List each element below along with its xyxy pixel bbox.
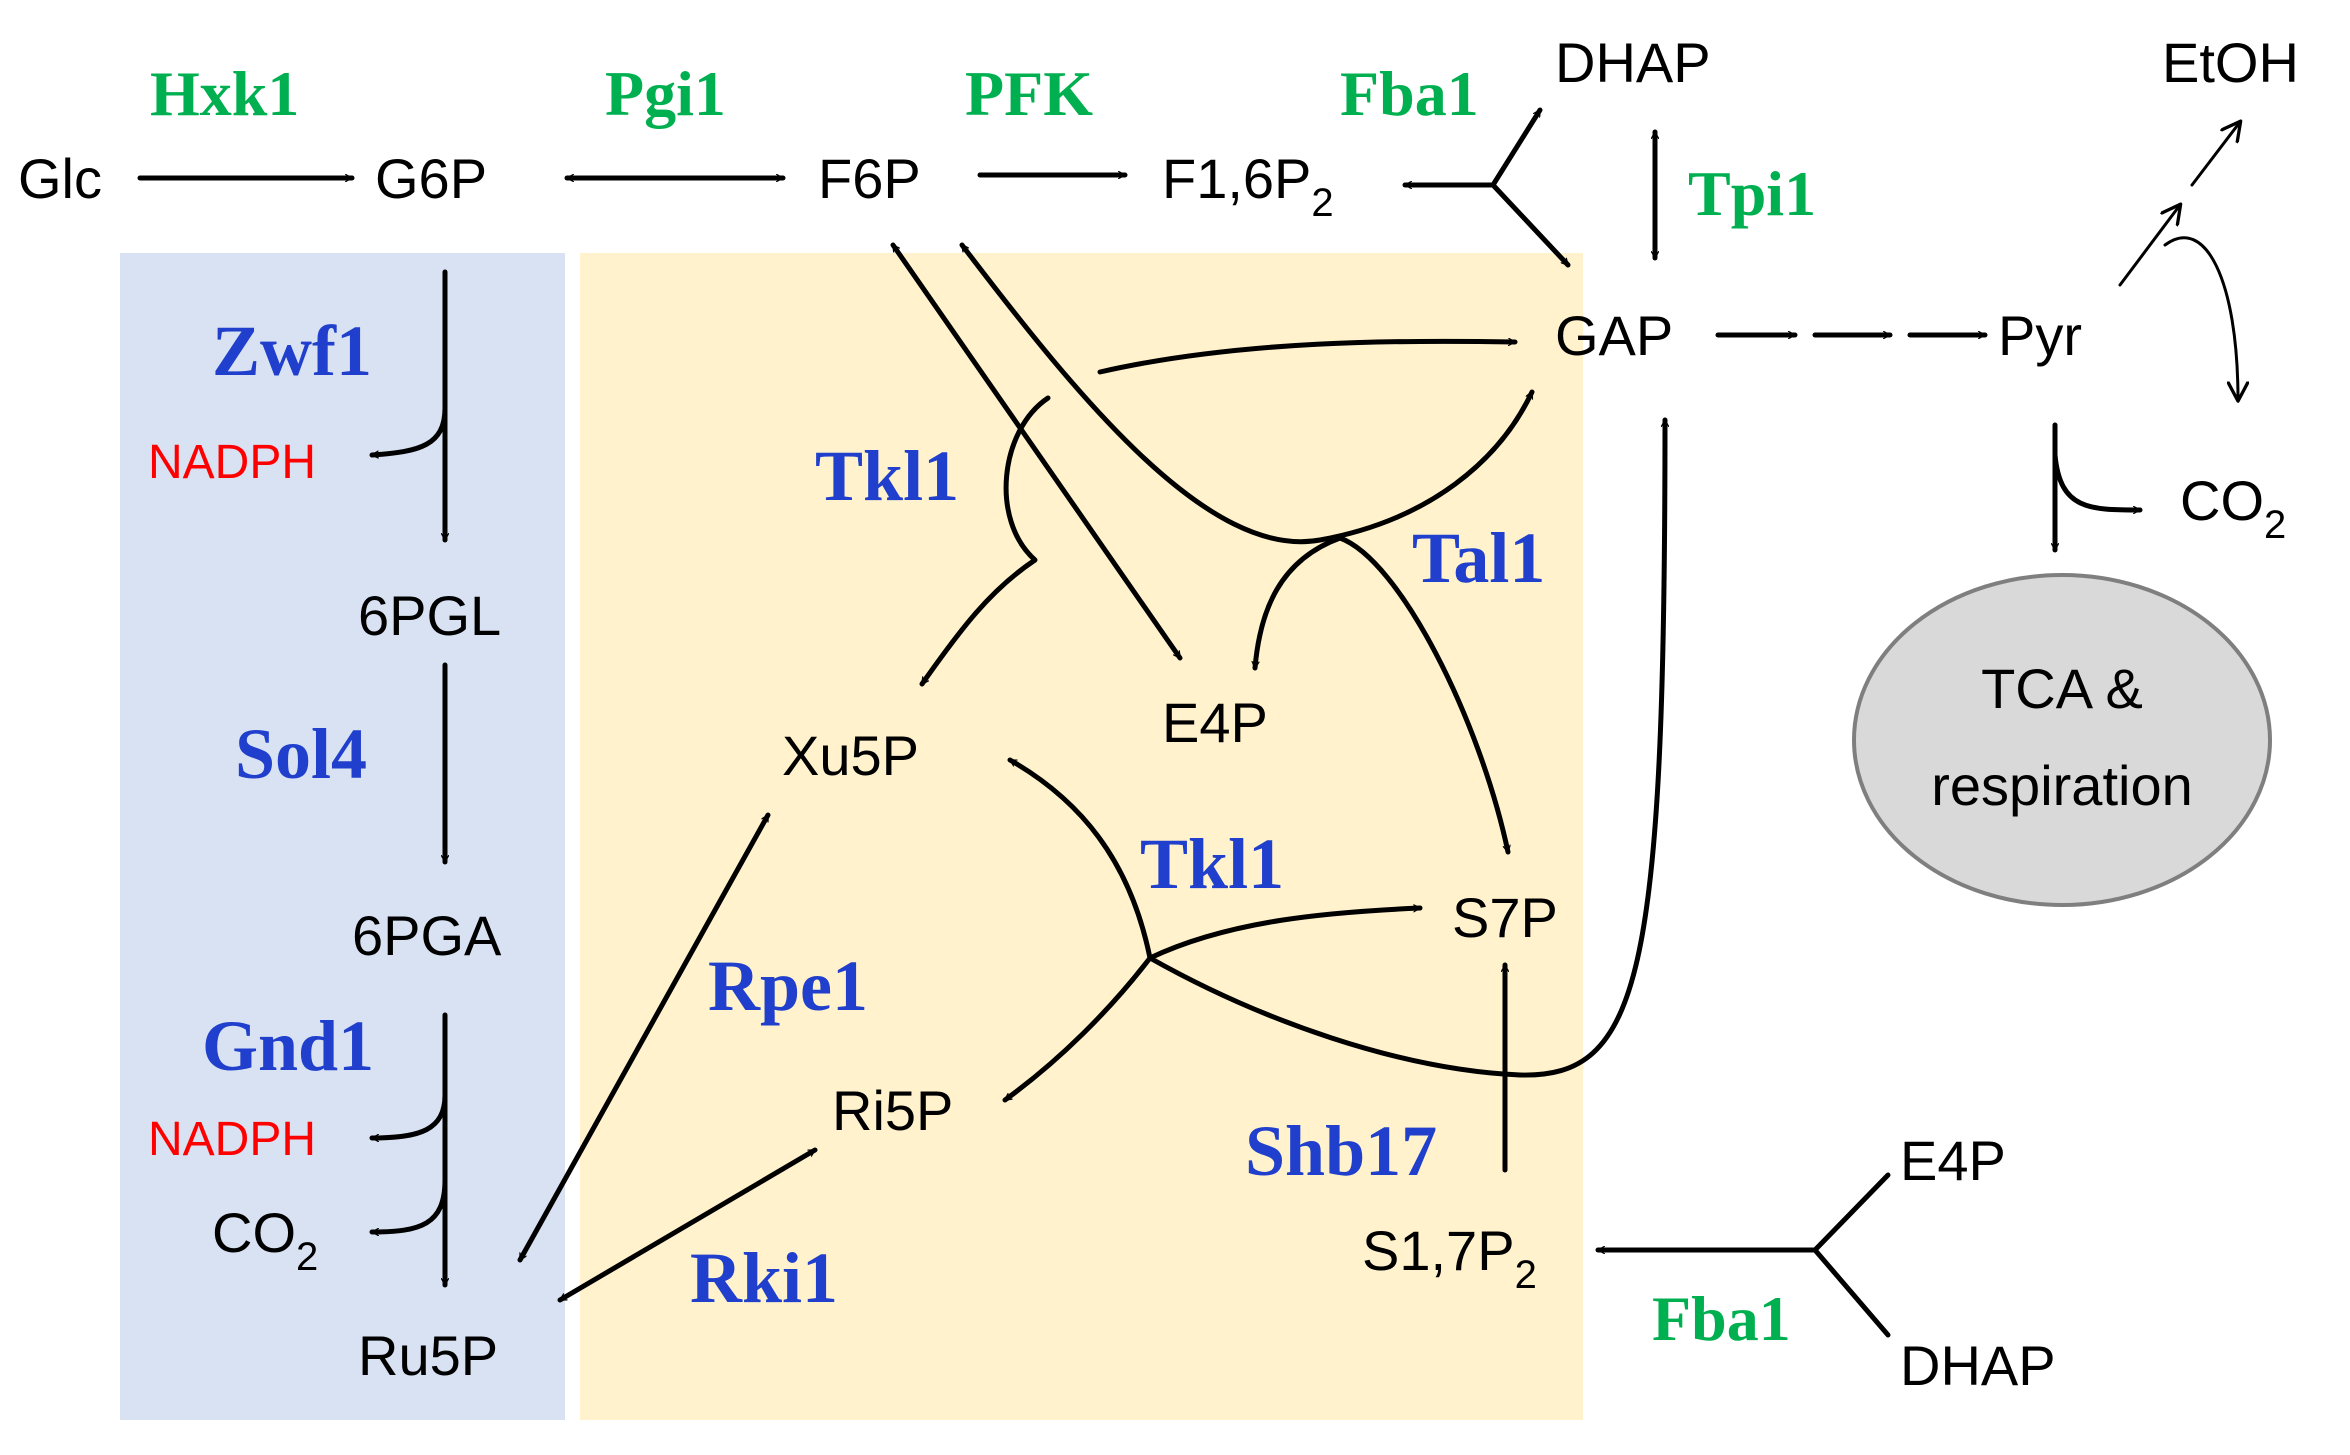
arrow-pyr-co2: [2052, 452, 2143, 510]
line-dhap-fba1: [1812, 1247, 1891, 1338]
arrow-ru5p-ri5p: [557, 1147, 818, 1303]
metabolite-s17p2-main: S1,7P: [1362, 1219, 1515, 1282]
enzyme-pfk: PFK: [965, 58, 1093, 129]
enzyme-tal1: Tal1: [1412, 518, 1545, 598]
arrow-pyr-etoh: [2118, 205, 2180, 287]
metabolite-6pgl: 6PGL: [358, 584, 501, 647]
metabolite-dhap-bottom: DHAP: [1900, 1334, 2056, 1397]
metabolite-f16p2: F1,6P2: [1162, 147, 1334, 225]
tca-label-line1: TCA &: [1981, 657, 2143, 720]
enzyme-pgi1: Pgi1: [605, 58, 726, 129]
metabolite-co2-right-sub: 2: [2264, 503, 2286, 547]
cofactor-nadph-zwf1: NADPH: [148, 436, 316, 489]
tca-respiration-node: [1852, 573, 2272, 907]
arrow-tal1-e4p: [1255, 535, 1343, 671]
metabolite-s7p: S7P: [1452, 886, 1558, 949]
metabolite-f16p2-sub: 2: [1311, 181, 1333, 225]
metabolite-ru5p: Ru5P: [358, 1324, 498, 1387]
arrow-pyr-etoh-tip: [2190, 122, 2240, 187]
reaction-arrows: [137, 107, 2240, 1338]
metabolite-ri5p: Ri5P: [832, 1079, 953, 1142]
arrow-fba1-dhap: [1490, 107, 1543, 188]
enzyme-sol4: Sol4: [235, 714, 367, 794]
arrow-gnd1-nadph: [369, 1092, 448, 1138]
enzyme-rpe1: Rpe1: [708, 946, 868, 1026]
arrow-tkl1-xu5p-mid: [1007, 757, 1153, 961]
metabolite-co2-left-main: CO: [212, 1201, 296, 1264]
metabolite-e4p-mid: E4P: [1162, 691, 1268, 754]
metabolite-pyr: Pyr: [1998, 304, 2082, 367]
arrow-tal1-f6p: [959, 242, 1535, 545]
metabolite-etoh: EtOH: [2162, 31, 2299, 94]
enzyme-tpi1: Tpi1: [1688, 158, 1816, 229]
enzyme-gnd1: Gnd1: [202, 1006, 374, 1086]
metabolite-g6p: G6P: [375, 147, 487, 210]
arrow-tkl1-s7p: [1147, 908, 1423, 961]
metabolite-co2-right-main: CO: [2180, 469, 2264, 532]
metabolite-glc: Glc: [18, 147, 102, 210]
metabolite-e4p-right: E4P: [1900, 1129, 2006, 1192]
metabolite-xu5p: Xu5P: [782, 724, 919, 787]
enzyme-fba1-top: Fba1: [1340, 58, 1479, 129]
metabolite-co2-left: CO2: [212, 1201, 318, 1279]
arrow-gnd1-co2: [369, 1177, 448, 1232]
cofactor-nadph-gnd1: NADPH: [148, 1113, 316, 1166]
metabolite-s17p2-sub: 2: [1515, 1253, 1537, 1297]
metabolite-co2-left-sub: 2: [296, 1235, 318, 1279]
arrow-tal1-s7p: [1337, 535, 1508, 855]
arrow-f6p-e4p: [890, 242, 1183, 661]
arrow-tkl1-gap-long: [1147, 417, 1665, 1078]
tca-label-line2: respiration: [1931, 754, 2192, 817]
arrow-zwf1-nadph: [369, 405, 448, 455]
enzyme-shb17: Shb17: [1245, 1111, 1437, 1191]
metabolite-s17p2: S1,7P2: [1362, 1219, 1537, 1297]
enzyme-tkl1-top: Tkl1: [815, 436, 959, 516]
metabolite-6pga: 6PGA: [352, 904, 502, 967]
enzyme-fba1-bottom: Fba1: [1652, 1283, 1791, 1354]
arrow-fba1-gap: [1490, 182, 1571, 268]
line-e4p-fba1: [1812, 1172, 1891, 1253]
enzyme-zwf1: Zwf1: [212, 311, 372, 391]
enzyme-rki1: Rki1: [690, 1238, 838, 1318]
arrow-tkl1-xu5p: [919, 395, 1051, 687]
arrow-pyr-co2-etoh: [2163, 236, 2238, 400]
metabolite-gap: GAP: [1555, 304, 1673, 367]
metabolite-dhap-top: DHAP: [1555, 31, 1711, 94]
metabolite-co2-right: CO2: [2180, 469, 2286, 547]
metabolite-f6p: F6P: [818, 147, 921, 210]
metabolite-f16p2-main: F1,6P: [1162, 147, 1311, 210]
enzyme-hxk1: Hxk1: [150, 58, 299, 129]
arrow-tkl1-ri5p: [1002, 955, 1153, 1103]
enzyme-tkl1-mid: Tkl1: [1140, 824, 1284, 904]
oxidative-ppp-panel: [120, 253, 565, 1420]
